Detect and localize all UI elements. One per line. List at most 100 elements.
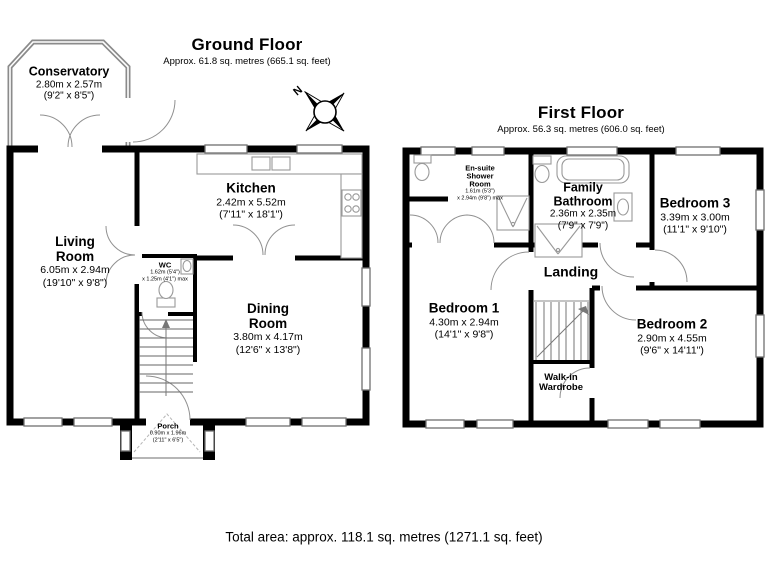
room-dim-imperial: (9'2" x 8'5") bbox=[43, 90, 95, 102]
ground-floor-title: Ground Floor bbox=[191, 35, 303, 54]
compass-north-icon: N bbox=[291, 84, 345, 132]
room-dim-imperial: (9'6" x 14'11") bbox=[640, 344, 704, 357]
first-doors bbox=[409, 214, 688, 399]
front-door-gap bbox=[146, 418, 190, 427]
room-label-bedroom-3: Bedroom 3 3.39m x 3.00m (11'1" x 9'10") bbox=[659, 195, 731, 236]
room-dim-imperial: (12'6" x 13'8") bbox=[235, 343, 301, 356]
first-floor-subtitle: Approx. 56.3 sq. metres (606.0 sq. feet) bbox=[497, 124, 665, 135]
first-floor-header: First Floor Approx. 56.3 sq. metres (606… bbox=[497, 103, 664, 135]
first-stairs bbox=[533, 300, 590, 360]
room-label-living-room: Living Room 6.05m x 2.94m (19'10" x 9'8"… bbox=[40, 234, 109, 289]
walkin-door-gap bbox=[587, 368, 597, 398]
compass-north-label: N bbox=[291, 84, 305, 98]
ground-interior-walls bbox=[134, 149, 366, 422]
room-dim-imperial: (19'10" x 9'8") bbox=[42, 276, 108, 289]
ground-floor-subtitle: Approx. 61.8 sq. metres (665.1 sq. feet) bbox=[163, 56, 331, 67]
living-door-gap bbox=[132, 226, 142, 284]
room-name: Family Bathroom bbox=[553, 180, 613, 209]
room-dim-imperial: x 1.25m (4'1") max bbox=[142, 276, 188, 283]
sink-fixture bbox=[271, 156, 291, 171]
conservatory-door-gap bbox=[123, 98, 133, 142]
room-name: Living Room bbox=[55, 234, 95, 264]
room-dim-metric: 2.42m x 5.52m bbox=[216, 195, 286, 208]
wc-fixtures bbox=[156, 258, 194, 308]
room-dim-metric: 2.90m x 4.55m bbox=[637, 331, 707, 344]
living-door-arc-top bbox=[105, 225, 136, 256]
room-label-ensuite: En-suite Shower Room 1.61m (5'3") x 2.94… bbox=[457, 164, 503, 201]
closet-door-arc-left bbox=[409, 214, 439, 244]
room-dim-metric: 2.80m x 2.57m bbox=[35, 78, 103, 90]
french-door-gap bbox=[38, 144, 102, 153]
french-door-arc-left bbox=[39, 114, 73, 148]
room-name: WC bbox=[158, 260, 172, 270]
stairs-arrow-icon bbox=[578, 306, 589, 315]
toilet-fixture bbox=[532, 155, 552, 165]
room-dim-metric: 0.90m x 1.96m bbox=[149, 430, 187, 437]
ensuite-door-gap bbox=[464, 240, 494, 250]
ground-floor-header: Ground Floor Approx. 61.8 sq. metres (66… bbox=[163, 35, 330, 67]
porch-canopy bbox=[133, 413, 201, 453]
ground-doors bbox=[38, 98, 296, 427]
sink-fixture bbox=[251, 156, 271, 171]
room-dim-imperial: (2'11" x 6'5") bbox=[152, 437, 184, 444]
wardrobe-recess-gap bbox=[412, 241, 466, 250]
room-name: Bedroom 2 bbox=[636, 316, 708, 332]
stairs-arrow-icon bbox=[162, 319, 170, 328]
french-door-arc-right bbox=[67, 114, 101, 148]
room-dim-imperial: (7'9" x 7'9") bbox=[557, 220, 609, 232]
wc-door-gap bbox=[142, 310, 168, 318]
room-name: Conservatory bbox=[28, 64, 110, 79]
porch-structure bbox=[120, 413, 215, 460]
ensuite-door-arc bbox=[465, 214, 495, 244]
room-dim-imperial: (14'1" x 9'8") bbox=[434, 328, 494, 341]
walkin-door-arc bbox=[559, 367, 591, 399]
kitchen-dining-door-gap bbox=[233, 253, 295, 263]
bathroom-fixtures bbox=[532, 155, 633, 258]
room-name: Dining Room bbox=[246, 301, 289, 331]
hob-fixture bbox=[341, 189, 362, 217]
total-area-text: Total area: approx. 118.1 sq. metres (12… bbox=[225, 529, 543, 545]
room-dim-metric: 3.80m x 4.17m bbox=[233, 331, 303, 344]
room-dim-metric: 1.61m (5'3") bbox=[465, 188, 495, 195]
bathroom-door-arc bbox=[599, 242, 635, 278]
room-name: Porch bbox=[157, 421, 179, 431]
room-label-family-bathroom: Family Bathroom 2.36m x 2.35m (7'9" x 7'… bbox=[549, 180, 617, 233]
room-dim-imperial: (7'11" x 18'1") bbox=[219, 208, 283, 221]
room-dim-metric: 4.30m x 2.94m bbox=[429, 315, 499, 328]
ground-windows bbox=[23, 144, 371, 427]
room-name: Bedroom 1 bbox=[428, 300, 500, 316]
conservatory-door-arc bbox=[132, 99, 176, 143]
room-label-wc: WC 1.62m (5'4") x 1.25m (4'1") max bbox=[142, 261, 188, 282]
room-label-bedroom-2: Bedroom 2 2.90m x 4.55m (9'6" x 14'11") bbox=[636, 316, 708, 357]
room-name: Landing bbox=[543, 263, 599, 280]
kitchen-door-arc-right bbox=[264, 224, 296, 256]
toilet-fixture bbox=[156, 297, 176, 308]
room-label-conservatory: Conservatory 2.80m x 2.57m (9'2" x 8'5") bbox=[29, 65, 110, 102]
room-dim-metric: 1.62m (5'4") bbox=[150, 269, 180, 276]
room-name: Walk-in Wardrobe bbox=[539, 371, 583, 393]
room-label-bedroom-1: Bedroom 1 4.30m x 2.94m (14'1" x 9'8") bbox=[428, 300, 500, 341]
bedroom2-door-gap bbox=[600, 283, 636, 293]
bedroom3-door-gap bbox=[647, 250, 657, 282]
room-name: En-suite Shower Room bbox=[465, 163, 495, 189]
living-door-arc-bottom bbox=[105, 254, 136, 285]
closet-door-arc-right bbox=[439, 214, 469, 244]
bedroom3-door-arc bbox=[654, 249, 688, 283]
ground-floor-plan bbox=[6, 39, 371, 460]
room-dim-metric: 2.36m x 2.35m bbox=[549, 208, 617, 220]
kitchen-fixtures bbox=[196, 153, 363, 259]
front-door-arc bbox=[145, 375, 191, 421]
room-dim-imperial: (11'1" x 9'10") bbox=[663, 223, 727, 236]
first-windows bbox=[420, 146, 765, 429]
first-floor-title: First Floor bbox=[537, 103, 625, 122]
room-label-landing: Landing bbox=[544, 264, 598, 279]
room-label-kitchen: Kitchen 2.42m x 5.52m (7'11" x 18'1") bbox=[216, 181, 286, 221]
toilet-fixture bbox=[413, 154, 432, 164]
room-name: Bedroom 3 bbox=[659, 195, 731, 211]
room-label-walkin-wardrobe: Walk-in Wardrobe bbox=[539, 371, 583, 394]
first-floor-plan bbox=[402, 146, 765, 429]
room-label-dining-room: Dining Room 3.80m x 4.17m (12'6" x 13'8"… bbox=[233, 301, 303, 356]
room-dim-metric: 3.39m x 3.00m bbox=[660, 210, 730, 223]
bedroom1-door-gap bbox=[526, 252, 536, 290]
